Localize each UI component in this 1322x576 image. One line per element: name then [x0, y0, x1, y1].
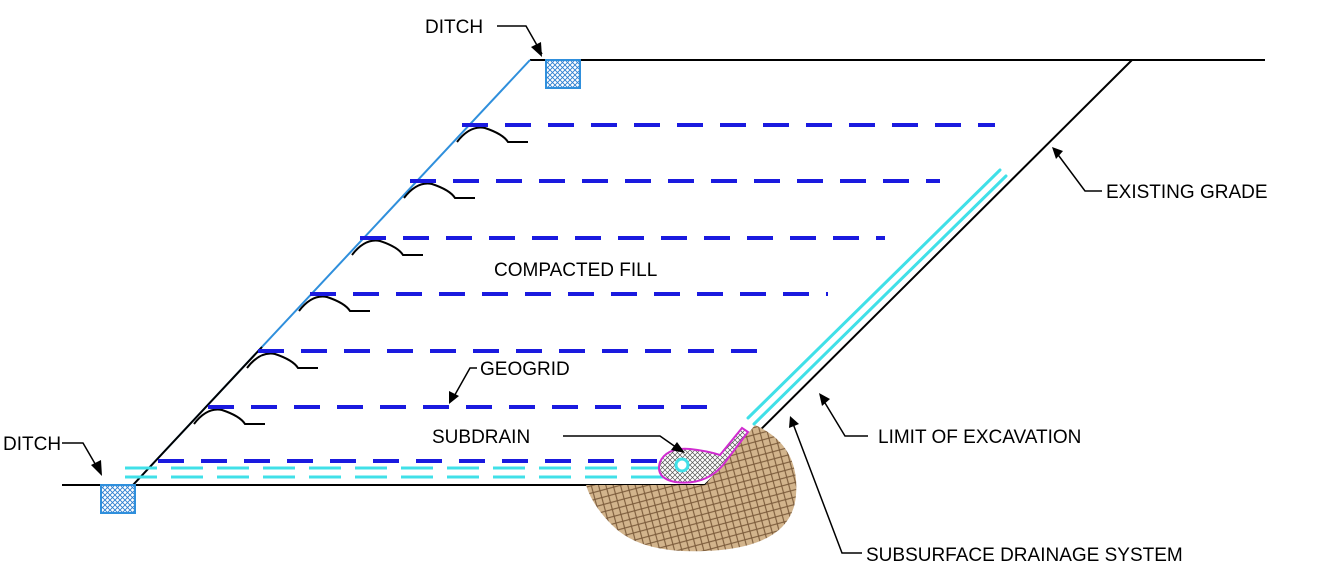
- back-drain-line: [746, 168, 1002, 420]
- geogrid-wrap: [246, 352, 318, 369]
- ditch-bottom: [100, 484, 136, 514]
- arrowhead: [819, 393, 830, 406]
- existing-grade-slope: [704, 59, 1133, 486]
- arrowhead: [789, 416, 799, 428]
- arrowhead: [449, 391, 459, 404]
- geogrid-layers: [158, 123, 995, 463]
- arrowhead: [1052, 147, 1063, 159]
- label-ditch-top: DITCH: [425, 17, 483, 38]
- geogrid-wraps: [193, 126, 528, 425]
- arrowhead: [671, 442, 685, 453]
- leader-arrowheads: [91, 42, 1063, 476]
- subsurface-drainage-leader: [791, 420, 862, 554]
- label-limit-of-excavation: LIMIT OF EXCAVATION: [878, 427, 1081, 448]
- geogrid-wrap: [193, 408, 265, 425]
- arrowhead: [91, 460, 102, 476]
- arrowhead: [531, 42, 542, 57]
- ditch-top: [545, 59, 581, 89]
- geogrid-leader: [451, 367, 477, 401]
- label-compacted-fill: COMPACTED FILL: [494, 260, 657, 281]
- back-drain-line: [752, 174, 1008, 426]
- subdrain-pipe: [674, 457, 690, 473]
- label-subdrain: SUBDRAIN: [432, 427, 530, 448]
- geogrid-wrap: [298, 295, 370, 312]
- geogrid-wrap: [403, 182, 475, 199]
- limit-of-excavation-leader: [821, 397, 868, 437]
- geogrid-wrap: [351, 239, 423, 256]
- geogrid-wrap: [456, 126, 528, 143]
- drainage-backfill-zone: [586, 425, 797, 552]
- label-ditch-bottom: DITCH: [3, 434, 61, 455]
- leader-lines: [62, 25, 1102, 554]
- existing-grade-leader: [1055, 151, 1102, 192]
- label-subsurface-drainage-system: SUBSURFACE DRAINAGE SYSTEM: [866, 545, 1183, 566]
- back-drain: [746, 168, 1008, 426]
- subdrain: [658, 426, 750, 484]
- ditch-bottom-leader: [62, 442, 102, 475]
- subdrain-leader: [563, 435, 681, 451]
- drainage-blankets: [125, 466, 668, 479]
- slope-face-lower-edge: [132, 346, 263, 486]
- label-geogrid: GEOGRID: [480, 359, 570, 380]
- label-existing-grade: EXISTING GRADE: [1106, 182, 1268, 203]
